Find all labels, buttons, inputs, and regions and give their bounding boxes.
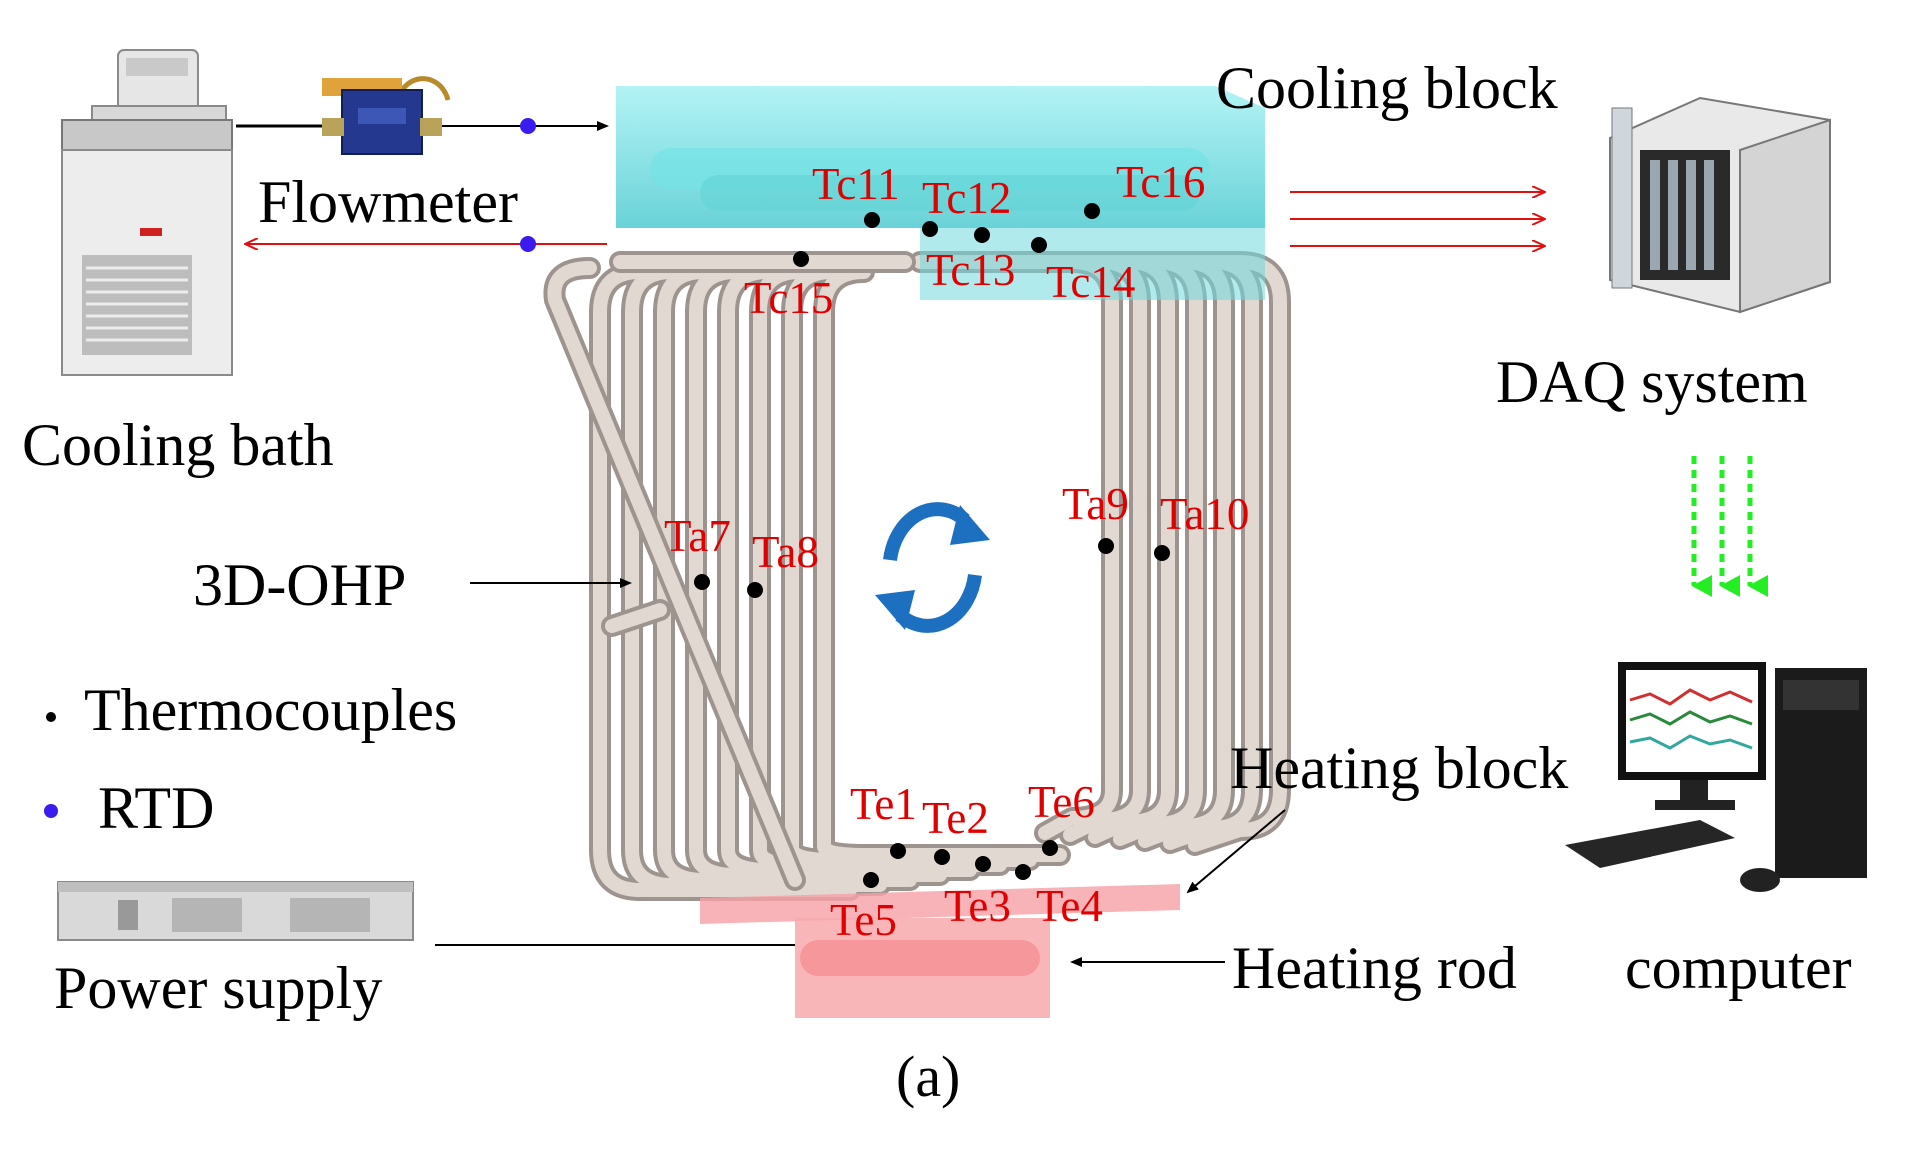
te6-dot xyxy=(1042,840,1058,856)
heating-rod-label: Heating rod xyxy=(1232,935,1517,1001)
thermocouple-dots xyxy=(694,203,1170,888)
sensor-label-te3: Te3 xyxy=(944,881,1011,931)
rtd-dot-inlet xyxy=(520,118,536,134)
sensor-label-te5: Te5 xyxy=(830,895,897,945)
sensor-label-ta7: Ta7 xyxy=(664,511,731,561)
heating-block xyxy=(700,884,1180,1018)
pointer-arrows xyxy=(435,578,1286,967)
sensor-label-ta8: Ta8 xyxy=(752,527,819,577)
sensor-label-tc13: Tc13 xyxy=(926,245,1016,295)
tc11-dot xyxy=(864,212,880,228)
legend-thermocouples-label: Thermocouples xyxy=(84,677,458,743)
rotation-arrows-icon xyxy=(875,502,990,633)
te2-dot xyxy=(934,849,950,865)
computer-label: computer xyxy=(1625,935,1852,1001)
sensor-label-te6: Te6 xyxy=(1028,777,1095,827)
sensor-label-te4: Te4 xyxy=(1036,881,1103,931)
sensor-label-tc16: Tc16 xyxy=(1116,157,1206,207)
te3-dot xyxy=(975,856,991,872)
ohp-pipe-coil xyxy=(543,251,1291,901)
daq-system-label: DAQ system xyxy=(1496,349,1808,415)
sensor-label-te2: Te2 xyxy=(922,793,989,843)
data-transfer-arrows xyxy=(1691,456,1768,597)
sensor-label-ta9: Ta9 xyxy=(1062,479,1129,529)
flowmeter-label: Flowmeter xyxy=(258,169,518,235)
flowmeter-image xyxy=(322,76,451,155)
te5-dot xyxy=(863,872,879,888)
coolant-lines xyxy=(236,118,609,252)
ta10-dot xyxy=(1154,545,1170,561)
tc15-dot xyxy=(793,251,809,267)
figure-caption: (a) xyxy=(896,1044,961,1109)
cooling-block xyxy=(616,86,1265,300)
sensor-label-tc14: Tc14 xyxy=(1046,257,1136,307)
sensor-label-tc12: Tc12 xyxy=(922,173,1012,223)
tc14-dot xyxy=(1031,237,1047,253)
power-supply-label: Power supply xyxy=(54,955,383,1021)
heating-block-label: Heating block xyxy=(1230,735,1569,801)
legend-rtd-dot xyxy=(44,804,58,818)
daq-system-image xyxy=(1609,96,1831,314)
ta8-dot xyxy=(747,582,763,598)
sensor-label-ta10: Ta10 xyxy=(1160,489,1250,539)
tc12-dot xyxy=(922,221,938,237)
tc16-dot xyxy=(1084,203,1100,219)
cooling-bath-image xyxy=(61,49,233,376)
te4-dot xyxy=(1015,864,1031,880)
te1-dot xyxy=(890,843,906,859)
legend-rtd-label: RTD xyxy=(98,775,215,841)
cooling-block-label: Cooling block xyxy=(1216,55,1558,121)
legend-thermocouple-dot xyxy=(46,712,56,722)
cooling-bath-label: Cooling bath xyxy=(22,412,334,478)
sensor-label-tc11: Tc11 xyxy=(812,159,900,209)
power-supply-image xyxy=(57,881,414,941)
ohp-label: 3D-OHP xyxy=(193,552,407,618)
rtd-dot-outlet xyxy=(520,236,536,252)
signal-arrows xyxy=(1290,192,1544,246)
computer-image xyxy=(1565,662,1867,892)
ta7-dot xyxy=(694,574,710,590)
sensor-label-tc15: Tc15 xyxy=(744,273,834,323)
sensor-label-te1: Te1 xyxy=(850,779,917,829)
ta9-dot xyxy=(1098,538,1114,554)
tc13-dot xyxy=(974,227,990,243)
